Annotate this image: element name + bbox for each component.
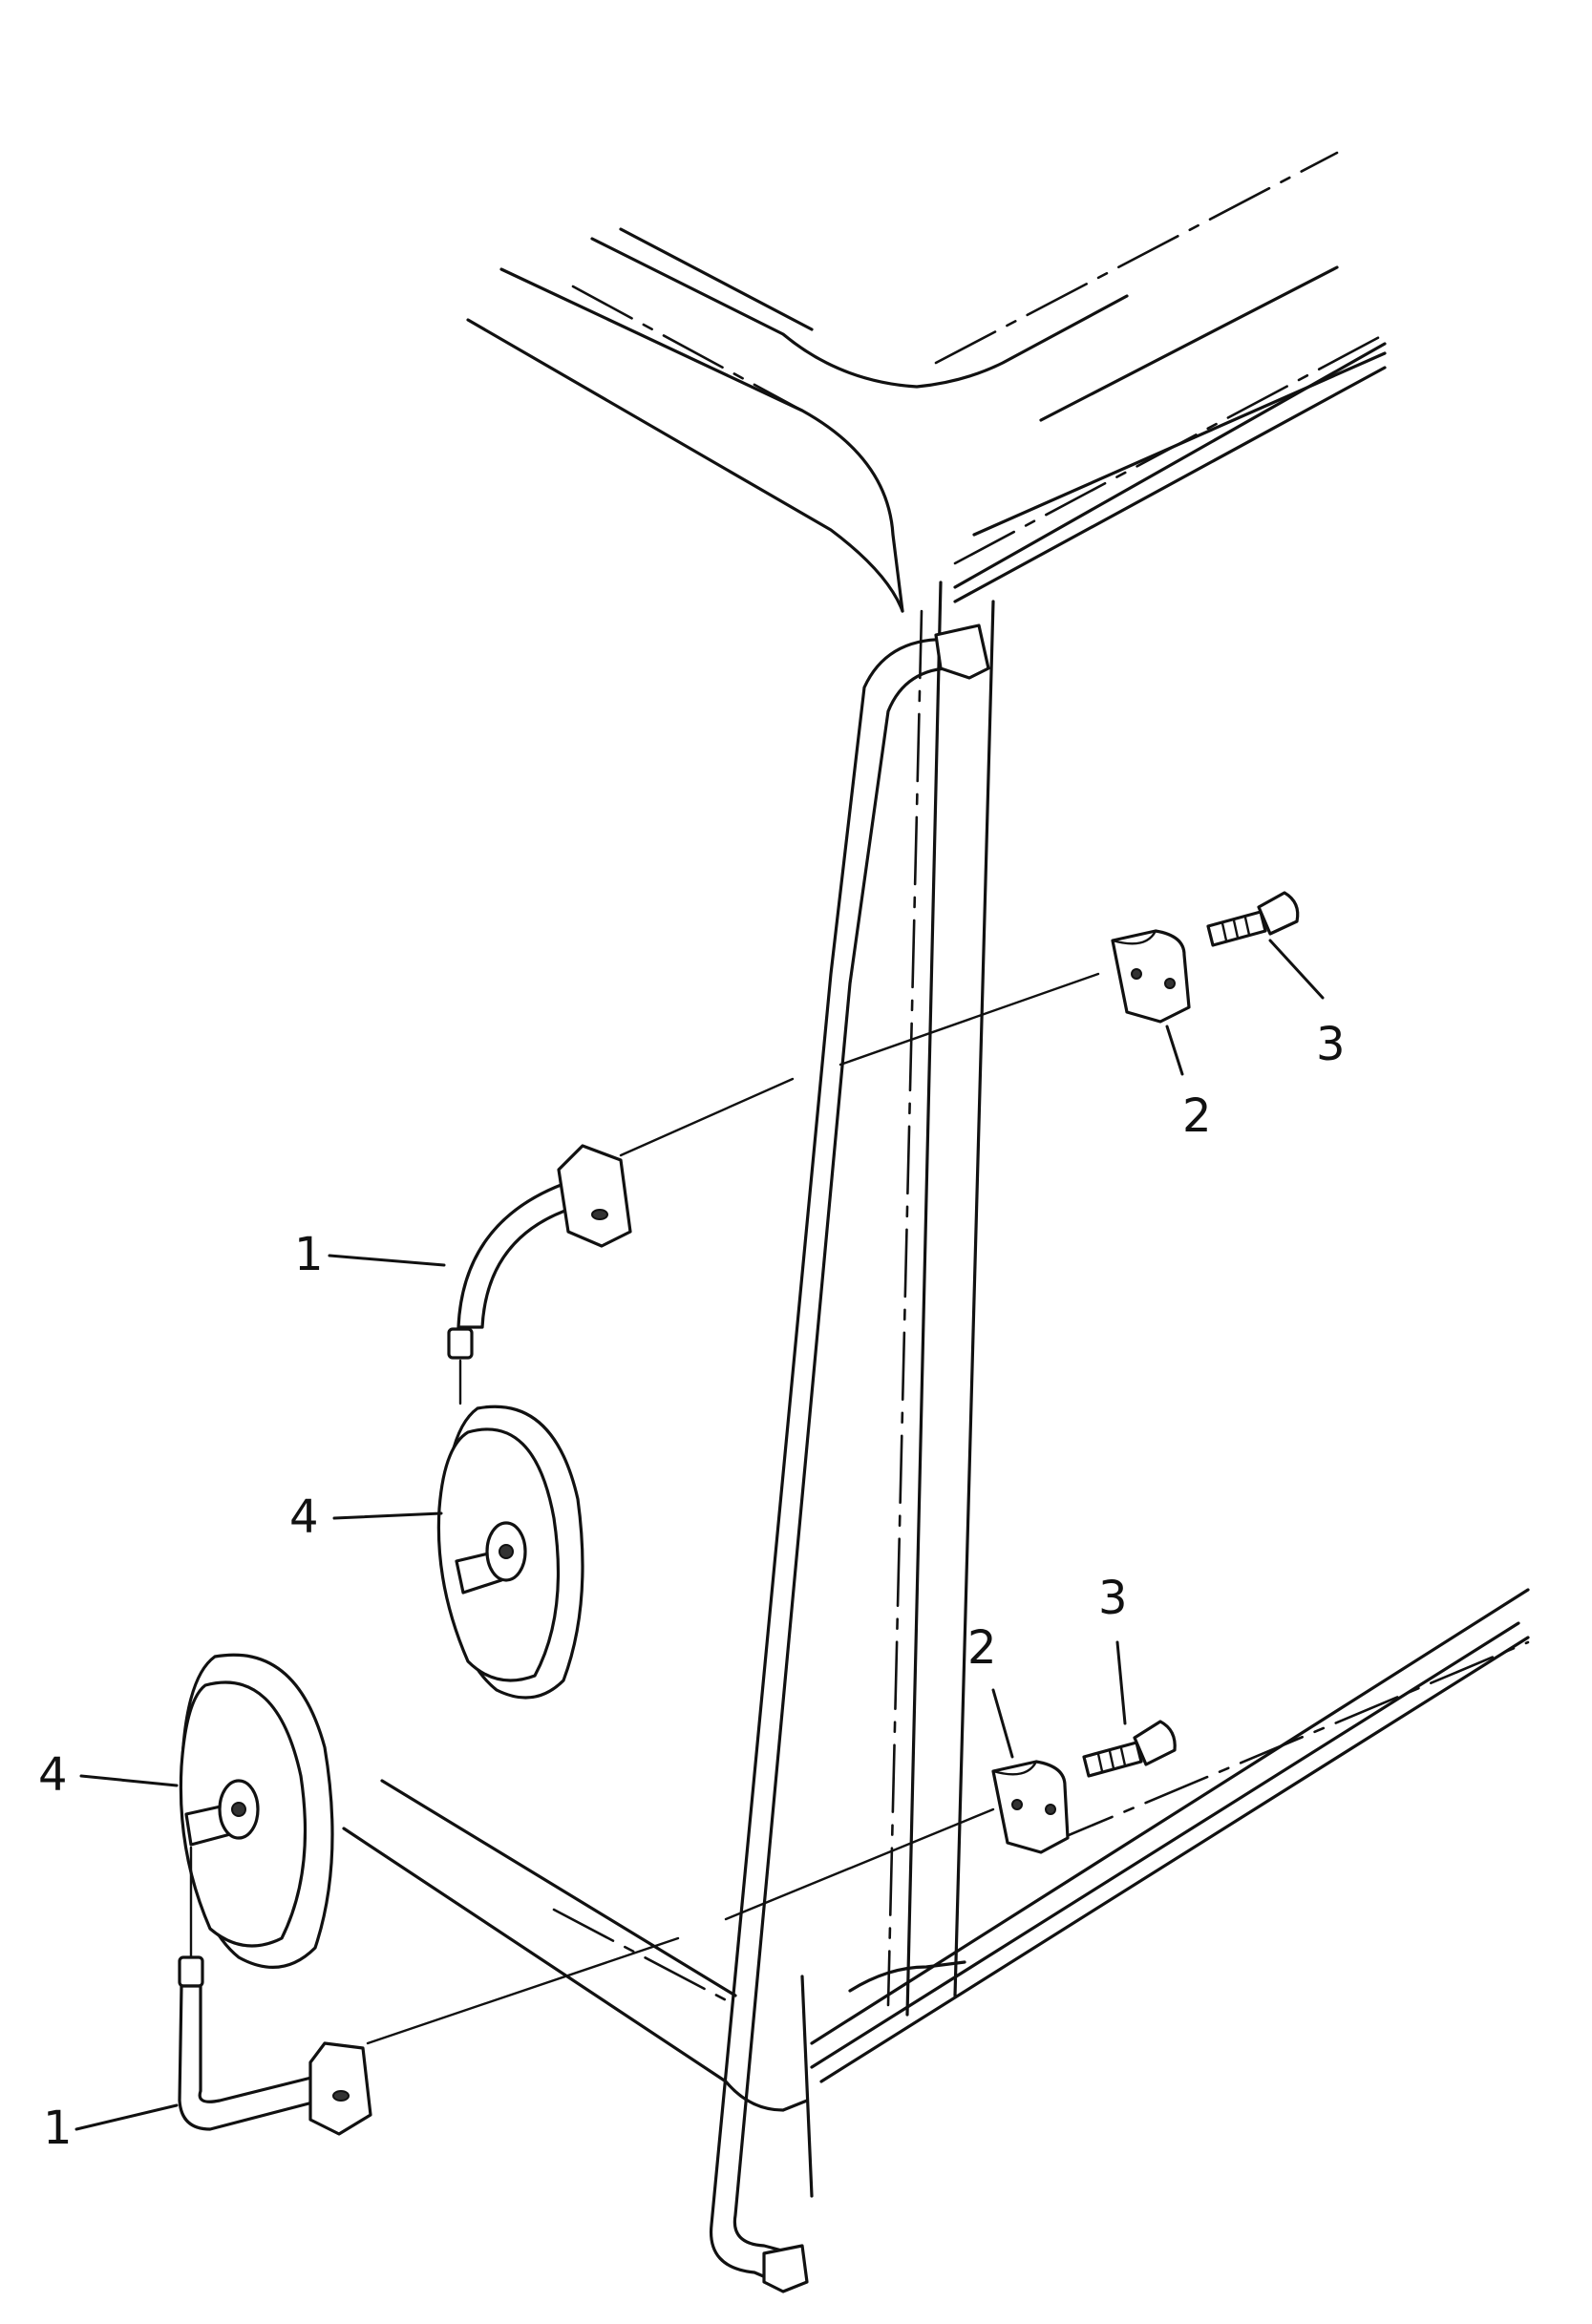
- callout-clamp-upper: 2: [1182, 1089, 1212, 1143]
- callout-bolt-lower: 3: [1098, 1572, 1128, 1625]
- bolt-upper: [1206, 891, 1300, 947]
- stay-mount-lower: [308, 2041, 372, 2136]
- upper-mirror-assembly: [436, 891, 1300, 1700]
- mirror-lower: [179, 1653, 334, 1969]
- callout-bolt-upper: 3: [1316, 1018, 1346, 1071]
- callout-mirror-stay-lower: 1: [43, 2102, 73, 2155]
- callout-mirror-lower: 4: [38, 1748, 68, 1802]
- lower-mirror-assembly: [178, 1653, 1177, 2136]
- mirror-stay-upper: [456, 1182, 575, 1329]
- mirror-stay-lower: [178, 1984, 322, 2131]
- mirror-upper: [436, 1405, 584, 1700]
- clamp-lower: [991, 1760, 1070, 1854]
- callout-clamp-lower: 2: [967, 1621, 997, 1675]
- cab-body: [342, 151, 1530, 2293]
- stay-mount-upper: [557, 1144, 632, 1248]
- bolt-lower: [1082, 1720, 1177, 1778]
- callout-mirror-stay-upper: 1: [294, 1228, 324, 1281]
- callout-mirror-upper: 4: [289, 1490, 319, 1544]
- callout-leaders: [74, 939, 1325, 2131]
- clamp-upper: [1111, 929, 1191, 1024]
